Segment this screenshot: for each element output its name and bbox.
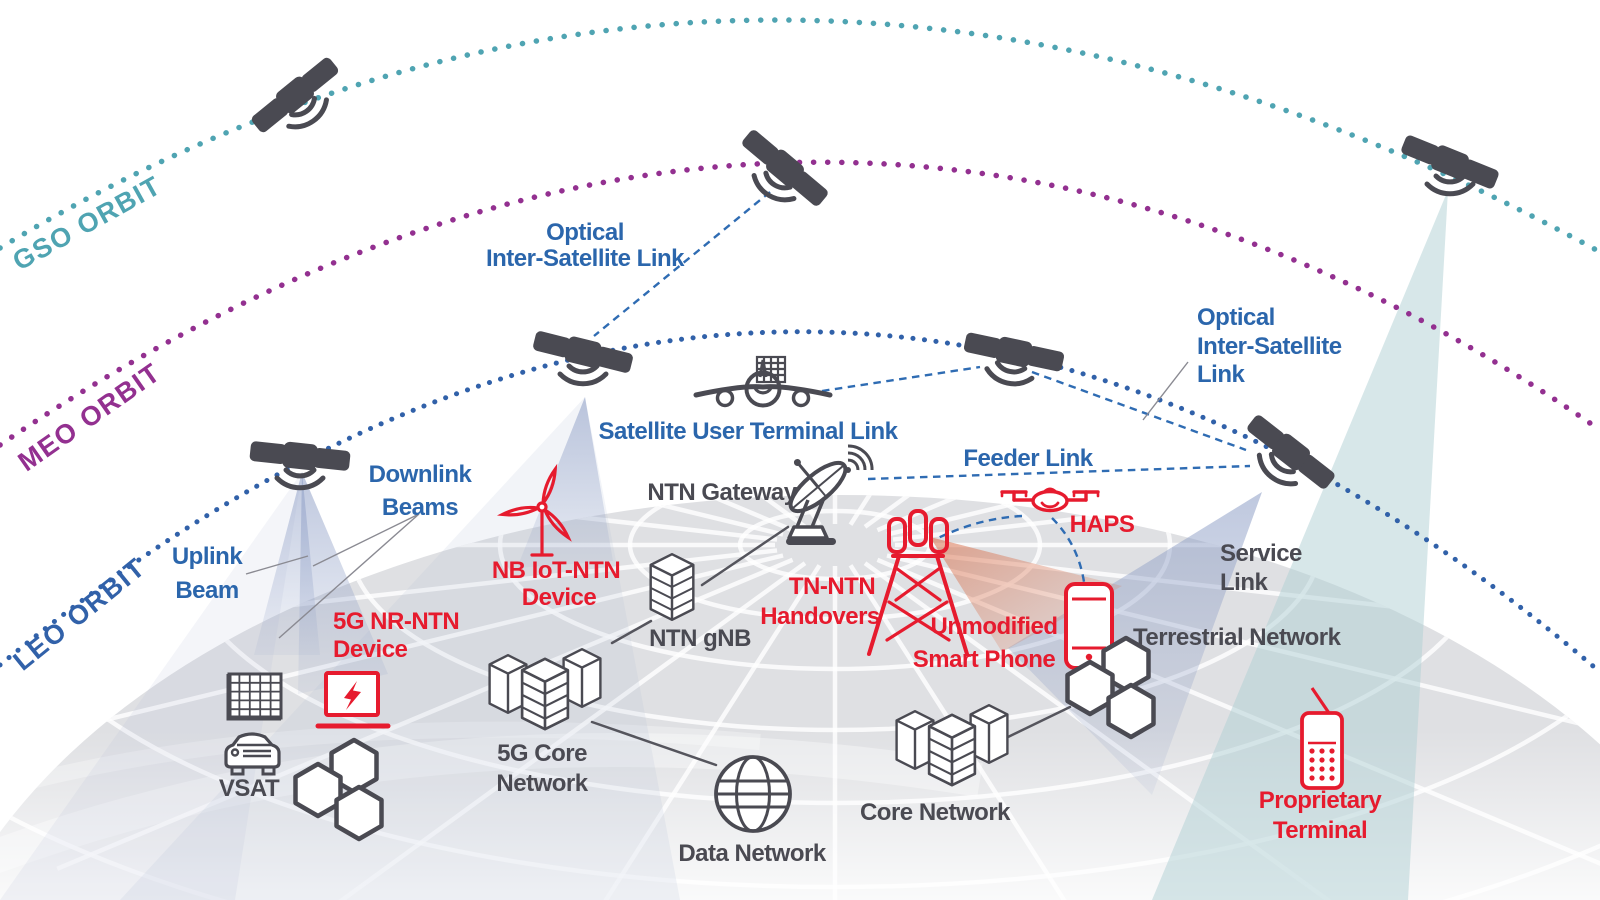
data-network-label: Data Network [678, 840, 827, 867]
data-network-icon [714, 755, 792, 833]
tn-ntn-handovers-label-line1: TN-NTN [789, 573, 875, 600]
wind-turbine-icon [496, 463, 572, 557]
proprietary-terminal-label-line2: Terminal [1273, 817, 1367, 844]
gso-orbit-arc [0, 17, 1600, 255]
laptop-icon [315, 671, 391, 729]
unmodified-smartphone-label-line2: Smart Phone [913, 646, 1056, 673]
proprietary-terminal-icon [1300, 687, 1344, 790]
optical-isl-2-label-line1: Optical [1197, 304, 1275, 331]
feeder-link-label: Feeder Link [963, 445, 1093, 472]
meo-satellite-icon [738, 125, 832, 211]
core-network-label: Core Network [860, 799, 1011, 826]
service-link-label-line2: Link [1220, 569, 1268, 596]
tn-coverage-beam-shape [930, 537, 1122, 652]
gnb-gateway-connection [700, 525, 790, 587]
smartphone-icon [1064, 582, 1114, 670]
keypad-dots [1309, 748, 1335, 781]
leo-satellite-right-icon [1243, 410, 1339, 493]
gso-orbit-label: GSO ORBIT [8, 170, 167, 276]
haps-label: HAPS [1070, 511, 1135, 538]
optical-isl-1-label-line1: Optical [546, 219, 624, 246]
leo-orbit-arc [0, 329, 1600, 675]
vsat-label: VSAT [219, 775, 280, 802]
car-icon [224, 732, 281, 776]
haps-phone-line [1051, 517, 1086, 583]
nr-ntn-device-label-line2: Device [333, 636, 408, 663]
core5g-gnb-connection [610, 619, 653, 645]
meo-orbit-label: MEO ORBIT [13, 357, 167, 477]
ntn-gnb-label: NTN gNB [649, 625, 751, 652]
nr-ntn-device-label-line1: 5G NR-NTN [333, 608, 459, 635]
satellite-user-terminal-link-label: Satellite User Terminal Link [599, 418, 899, 445]
core-5g-label-line1: 5G Core [497, 740, 587, 767]
unmodified-smartphone-label-line1: Unmodified [931, 613, 1058, 640]
downlink-label-leader-1 [312, 513, 420, 567]
beams [0, 190, 1448, 900]
cell-tower-icon [867, 509, 969, 656]
ntn-gateway-icon [786, 444, 874, 545]
downlink-beam-shape [298, 472, 388, 694]
proprietary-terminal-label-line1: Proprietary [1259, 787, 1383, 814]
optical-isl-2-label-line2: Inter-Satellite [1197, 333, 1342, 360]
gateway-signal-icon [845, 444, 874, 473]
terrestrial-network-label: Terrestrial Network [1133, 624, 1342, 651]
service-link-label-line1: Service [1220, 540, 1302, 567]
satellite-user-terminal-line [821, 365, 981, 393]
gso-teal-beam-shape [1152, 190, 1448, 900]
ntn-gnb-icon [649, 552, 695, 622]
tn-ntn-handovers-label-line2: Handovers [760, 603, 880, 630]
optical-isl-2-label-line3: Link [1197, 361, 1245, 388]
vsat-panel-icon [226, 672, 283, 721]
optical-isl-1-label-line2: Inter-Satellite Link [486, 245, 685, 272]
nb-iot-ntn-label-line1: NB IoT-NTN [492, 557, 620, 584]
uplink-beam-label-line1: Uplink [172, 543, 243, 570]
haps-drone-icon [1000, 487, 1100, 513]
nb-iot-ntn-label-line2: Device [522, 584, 597, 611]
downlink-label-leader-2 [278, 513, 420, 639]
leo-satellite-mid-left-icon [531, 327, 635, 383]
downlink-beams-label-line2: Beams [382, 494, 458, 521]
airplane-icon [693, 355, 833, 408]
core5g-datanet-connection [590, 720, 718, 767]
gso-satellite-left-icon [247, 53, 343, 136]
corenet-terrestrial-connection [1006, 705, 1072, 739]
link-lines [245, 191, 1251, 767]
feeder-link-line [867, 464, 1251, 481]
leo-orbit-label: LEO ORBIT [8, 552, 152, 676]
ntn-gateway-label: NTN Gateway [647, 479, 797, 506]
uplink-label-leader [245, 555, 309, 575]
wide-faint-beam-left [0, 472, 302, 900]
core-5g-label-line2: Network [496, 770, 588, 797]
uplink-beam-label-line2: Beam [175, 577, 238, 604]
isl2-label-leader [1142, 361, 1189, 421]
gso-satellite-right-icon [1398, 131, 1502, 194]
downlink-beams-label-line1: Downlink [369, 461, 473, 488]
